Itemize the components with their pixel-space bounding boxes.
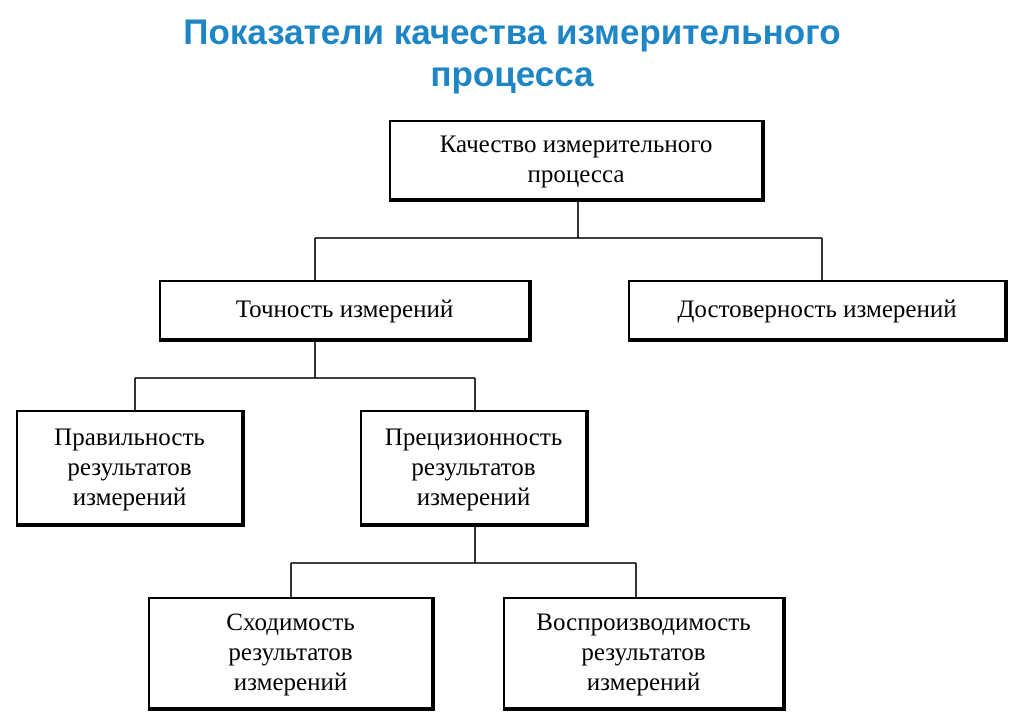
- node-line: результатов: [411, 453, 536, 481]
- node-line: Качество измерительного: [439, 131, 713, 158]
- node-measurement-reliability: Достоверность измерений: [628, 280, 1008, 342]
- node-line: Правильность: [54, 423, 205, 451]
- node-line: результатов: [67, 453, 192, 481]
- node-measurement-accuracy: Точность измерений: [159, 280, 532, 342]
- node-line: измерений: [586, 669, 701, 696]
- node-line: Точность измерений: [235, 296, 454, 323]
- node-line: Прецизионность: [384, 423, 563, 451]
- node-repeatability: Сходимость результатов измерений: [148, 597, 435, 711]
- page-title: Показатели качества измерительного проце…: [0, 12, 1024, 96]
- node-line: Сходимость: [226, 609, 355, 636]
- page-title-line-1: Показатели качества измерительного: [183, 13, 841, 52]
- node-line: Достоверность измерений: [677, 296, 957, 323]
- node-line: измерений: [416, 483, 531, 511]
- node-measurement-process-quality: Качество измерительного процесса: [389, 120, 765, 202]
- node-trueness: Правильность результатов измерений: [16, 410, 245, 527]
- node-line: процесса: [527, 161, 625, 188]
- node-line: результатов: [581, 639, 706, 666]
- node-line: Воспроизводимость: [536, 609, 751, 636]
- node-line: результатов: [228, 639, 353, 666]
- node-precision: Прецизионность результатов измерений: [360, 410, 589, 527]
- node-reproducibility: Воспроизводимость результатов измерений: [503, 597, 786, 711]
- node-line: измерений: [72, 483, 187, 511]
- page-title-line-2: процесса: [430, 55, 594, 94]
- node-line: измерений: [233, 669, 348, 696]
